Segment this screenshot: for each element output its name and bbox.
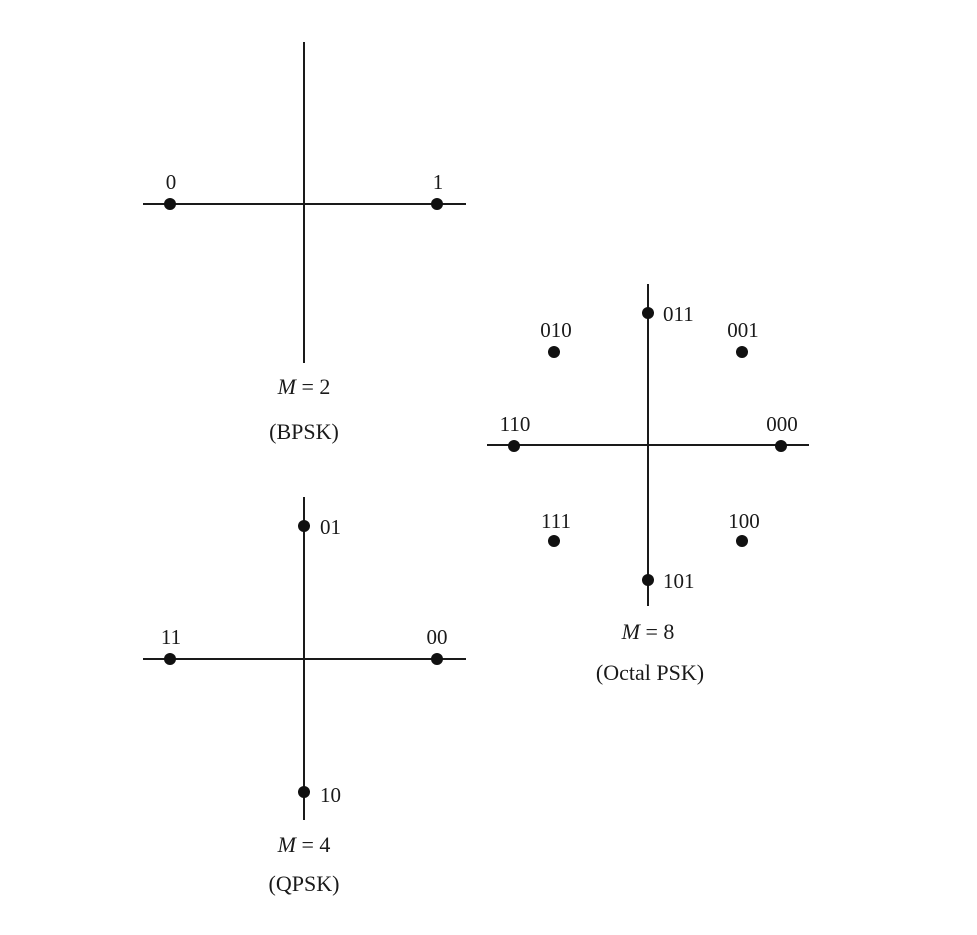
qpsk-point-11 [164, 653, 176, 665]
8psk-label-101: 101 [663, 569, 695, 593]
8psk-point-000 [775, 440, 787, 452]
8psk-label-010: 010 [540, 318, 572, 342]
8psk-label-001: 001 [727, 318, 759, 342]
bpsk-label-0: 0 [166, 170, 177, 194]
qpsk-order-label: M = 4 [277, 832, 331, 857]
8psk-diagram: 000 001 011 010 110 111 101 100 M = 8 (O… [487, 284, 809, 685]
qpsk-m-value: = 4 [296, 832, 330, 857]
8psk-point-001 [736, 346, 748, 358]
8psk-point-011 [642, 307, 654, 319]
8psk-point-101 [642, 574, 654, 586]
qpsk-label-01: 01 [320, 515, 341, 539]
bpsk-point-1 [431, 198, 443, 210]
8psk-order-label: M = 8 [621, 619, 675, 644]
8psk-m-symbol: M [621, 619, 642, 644]
8psk-point-100 [736, 535, 748, 547]
qpsk-point-01 [298, 520, 310, 532]
qpsk-scheme-label: (QPSK) [269, 871, 340, 896]
8psk-label-011: 011 [663, 302, 694, 326]
8psk-point-010 [548, 346, 560, 358]
qpsk-label-00: 00 [427, 625, 448, 649]
8psk-point-110 [508, 440, 520, 452]
8psk-label-111: 111 [541, 509, 571, 533]
qpsk-label-10: 10 [320, 783, 341, 807]
qpsk-m-symbol: M [277, 832, 298, 857]
bpsk-label-1: 1 [433, 170, 444, 194]
bpsk-point-0 [164, 198, 176, 210]
8psk-m-value: = 8 [640, 619, 674, 644]
8psk-label-100: 100 [728, 509, 760, 533]
bpsk-m-symbol: M [277, 374, 298, 399]
qpsk-point-10 [298, 786, 310, 798]
bpsk-m-value: = 2 [296, 374, 330, 399]
bpsk-order-label: M = 2 [277, 374, 331, 399]
bpsk-diagram: 0 1 M = 2 (BPSK) [143, 42, 466, 444]
8psk-label-110: 110 [500, 412, 531, 436]
bpsk-scheme-label: (BPSK) [269, 419, 339, 444]
qpsk-point-00 [431, 653, 443, 665]
8psk-scheme-label: (Octal PSK) [596, 660, 704, 685]
qpsk-label-11: 11 [161, 625, 181, 649]
8psk-label-000: 000 [766, 412, 798, 436]
qpsk-diagram: 00 01 11 10 M = 4 (QPSK) [143, 497, 466, 896]
8psk-point-111 [548, 535, 560, 547]
